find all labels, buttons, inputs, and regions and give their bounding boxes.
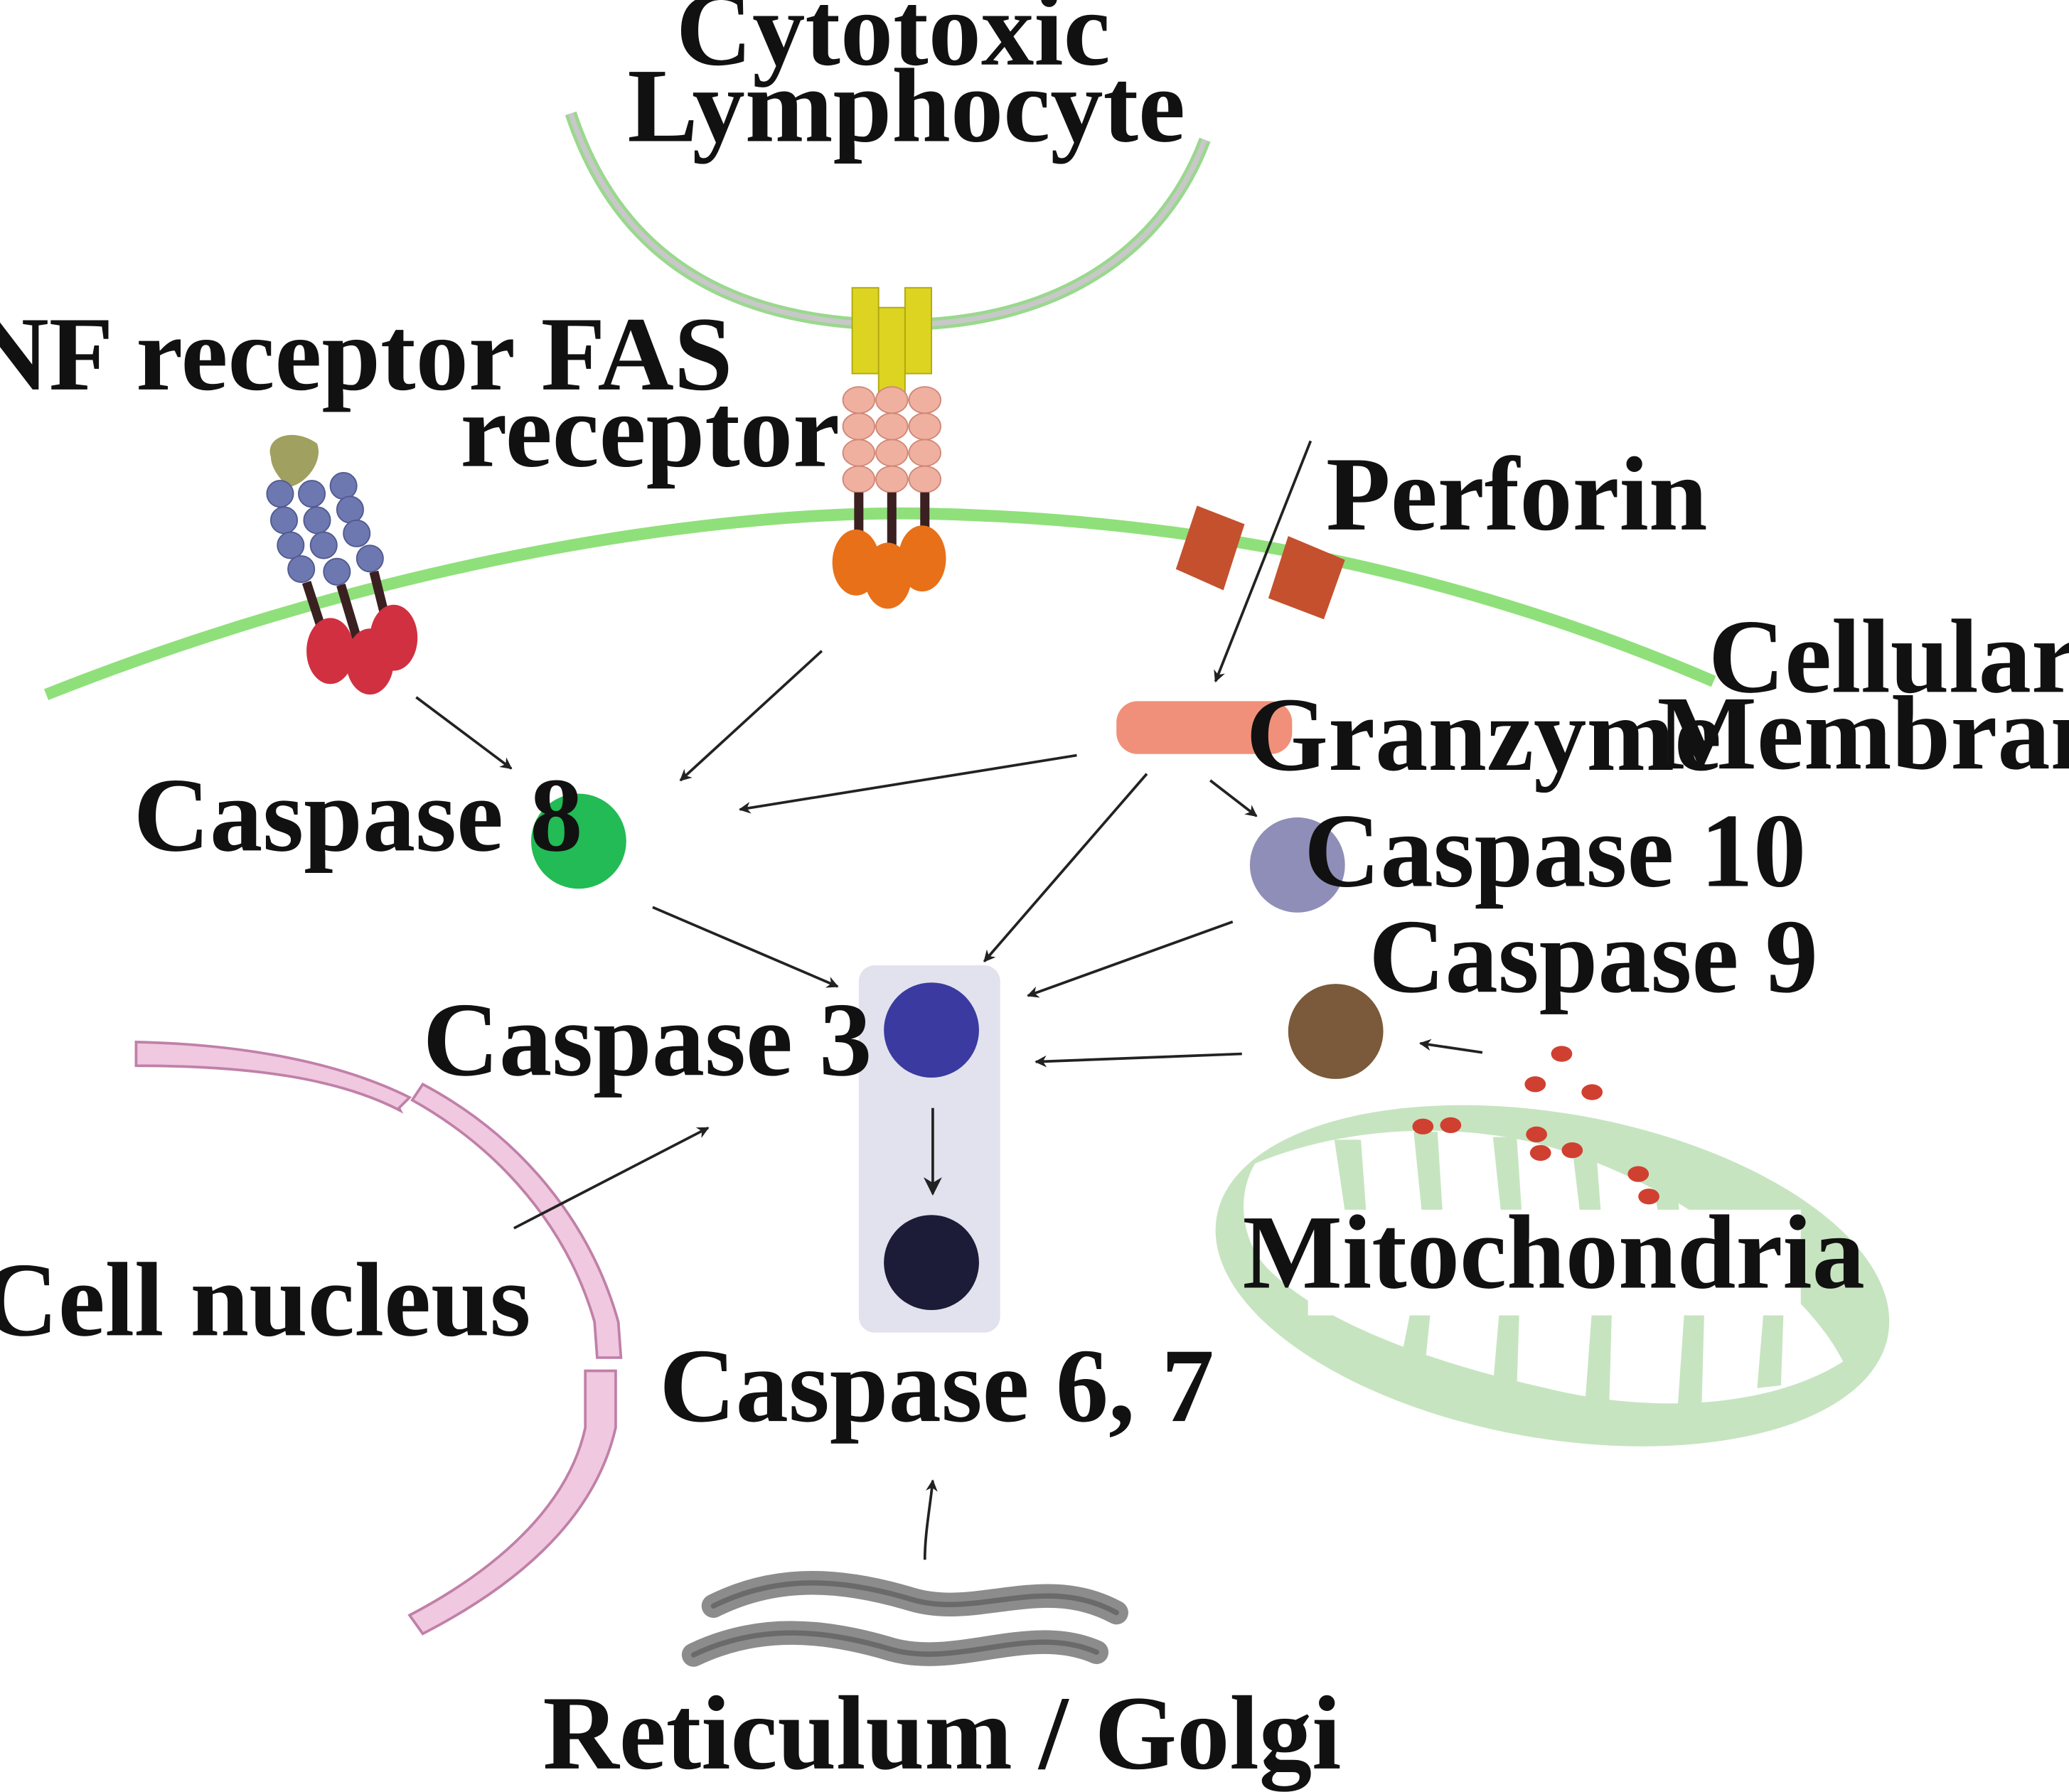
arrow-granzyme-to-caspase10 xyxy=(1209,779,1258,817)
mitochondria-icon xyxy=(1215,1105,1890,1447)
label-caspase-8: Caspase 8 xyxy=(134,757,583,874)
caspase-10-icon xyxy=(1249,817,1345,913)
label-caspase-10: Caspase 10 xyxy=(1304,793,1806,910)
fas-receptor-icon xyxy=(832,286,946,609)
granzyme-icon xyxy=(1116,701,1293,754)
tnf-receptor-icon xyxy=(266,434,418,695)
label-cell-nucleus: Cell nucleus xyxy=(0,1242,531,1358)
arrow-golgi-to-caspase67 xyxy=(923,1479,938,1560)
caspase-9-icon xyxy=(1288,984,1384,1079)
label-granzyme: Granzyme xyxy=(1246,677,1721,793)
label-cellular-membrane: Cellular Membrane xyxy=(1657,599,2069,792)
cell-nucleus-envelope xyxy=(134,1040,623,1636)
label-caspase-6-7: Caspase 6, 7 xyxy=(659,1328,1214,1444)
label-caspase-9: Caspase 9 xyxy=(1369,898,1818,1015)
label-fas-receptor: FAS receptor xyxy=(460,296,840,490)
label-cytotoxic-lymphocyte: Cytotoxic Lymphocyte xyxy=(628,0,1186,165)
label-perforin: Perforin xyxy=(1326,436,1707,553)
perforin-pore-icon xyxy=(1175,505,1345,620)
arrow-granzyme-to-caspase8 xyxy=(738,753,1077,814)
reticulum-golgi-icon-inner xyxy=(690,1580,1119,1658)
arrow-fas-to-caspase8 xyxy=(679,650,823,782)
label-reticulum-golgi: Reticulum / Golgi xyxy=(542,1675,1341,1792)
arrow-nucleus-to-caspase3 xyxy=(513,1126,710,1230)
arrow-perforin-to-granzyme xyxy=(1214,440,1312,683)
caspase-6-7-icon xyxy=(884,1215,979,1311)
arrow-granzyme-to-caspase3 xyxy=(983,773,1148,962)
arrow-mitochondria-to-caspase9 xyxy=(1418,1039,1483,1054)
arrow-caspase10-to-caspase3 xyxy=(1027,920,1234,998)
label-caspase-3: Caspase 3 xyxy=(423,982,872,1098)
arrow-tnf-to-caspase8 xyxy=(415,696,513,770)
arrow-caspase8-to-caspase3 xyxy=(652,906,839,988)
label-mitochondria: Mitochondria xyxy=(1243,1194,1865,1311)
caspase-8-icon xyxy=(531,793,626,889)
caspase-3-icon xyxy=(884,982,979,1078)
arrow-caspase9-to-caspase3 xyxy=(1034,1052,1242,1068)
label-tnf-receptor: TNF receptor xyxy=(0,296,515,413)
pathway-arrows xyxy=(415,440,1483,1560)
cytochrome-dots xyxy=(1412,1046,1659,1205)
